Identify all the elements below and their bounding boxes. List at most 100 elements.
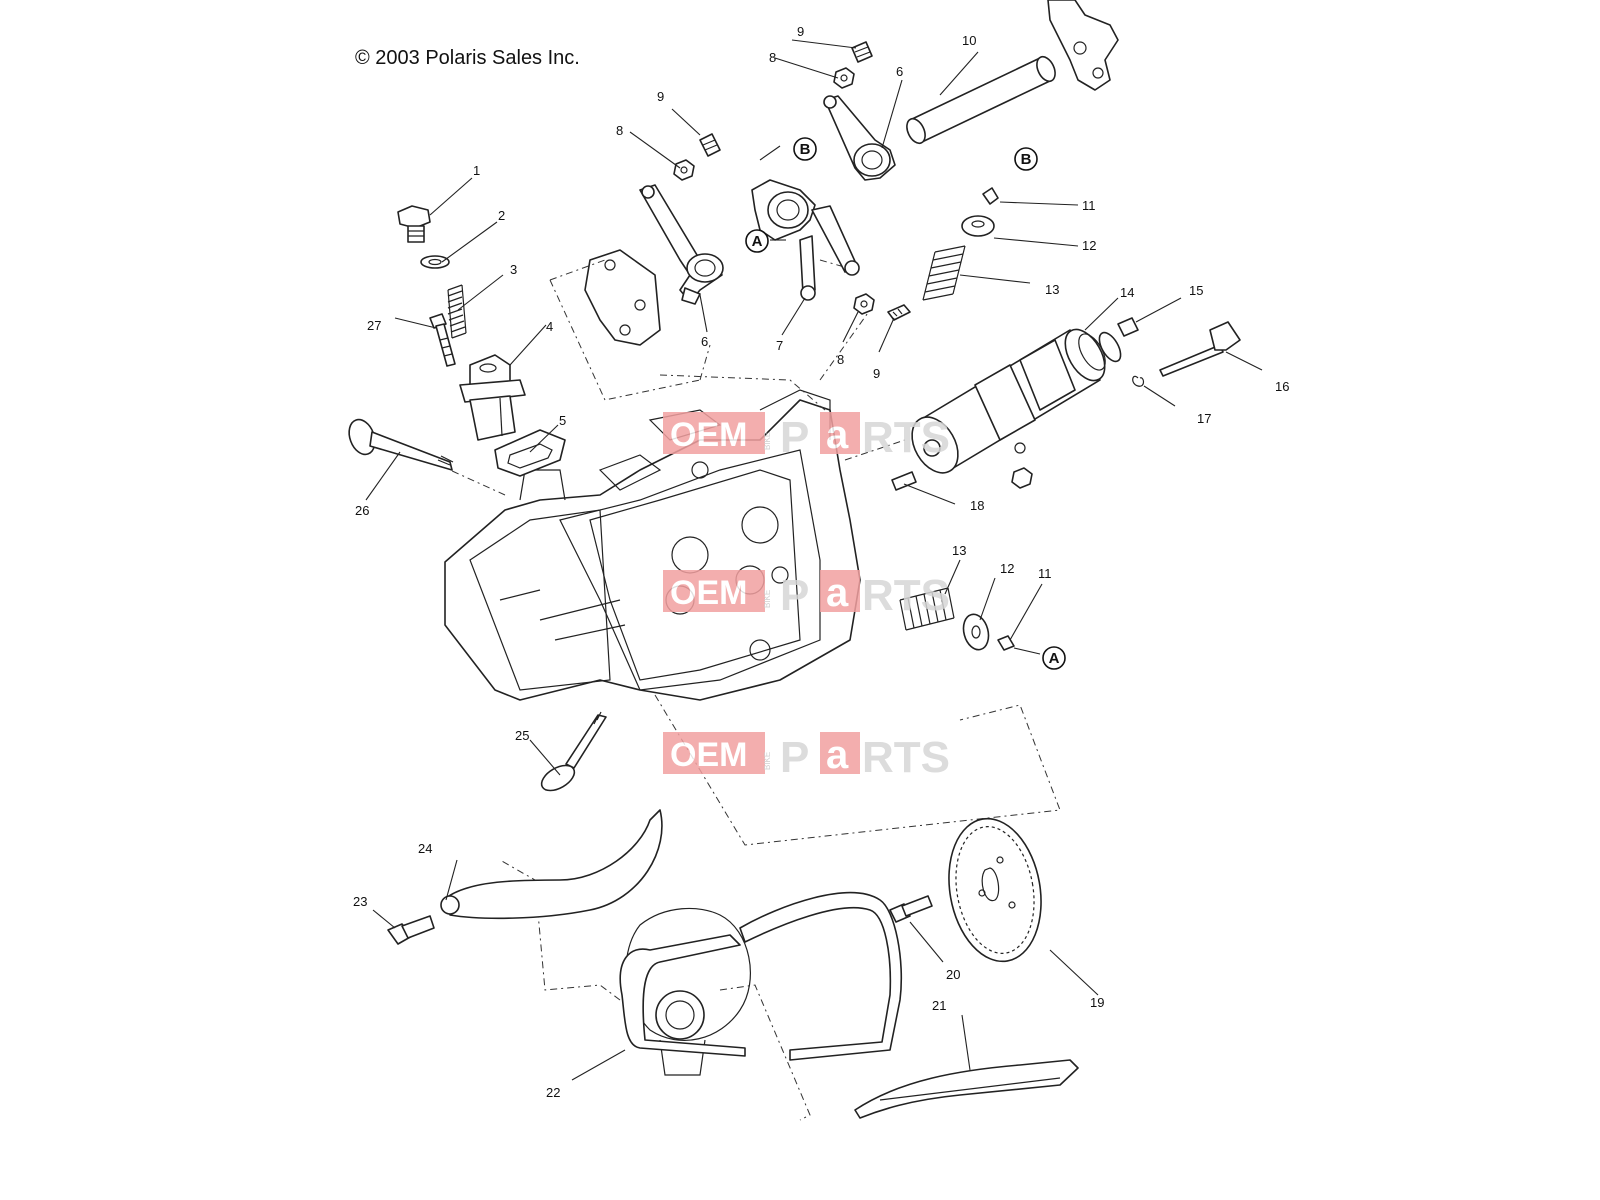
part-12-retainer-lower — [962, 613, 990, 651]
part-25-valve — [540, 711, 607, 792]
label-part-5: 5 — [559, 413, 566, 428]
svg-text:BIKE: BIKE — [763, 590, 772, 608]
part-18-pin — [891, 471, 917, 491]
watermark-bottom: OEM BIKE P a RTS — [663, 732, 950, 782]
svg-text:a: a — [826, 571, 849, 615]
part-14-camshaft — [911, 328, 1122, 474]
head-bracket — [1047, 0, 1119, 91]
label-part-14: 14 — [1120, 285, 1134, 300]
label-part-6-left: 6 — [701, 334, 708, 349]
label-part-7: 7 — [776, 338, 783, 353]
label-part-13-upper: 13 — [1045, 282, 1059, 297]
part-19-cam-sprocket — [948, 817, 1042, 963]
part-8-nut-lower — [853, 293, 875, 315]
label-part-9-top: 9 — [797, 24, 804, 39]
label-part-11-upper: 11 — [1082, 198, 1096, 213]
part-9-adjuster-top — [851, 41, 873, 63]
label-part-8-lower: 8 — [837, 352, 844, 367]
label-part-2: 2 — [498, 208, 505, 223]
part-24-chain-guide — [440, 809, 663, 920]
cylinder-head — [444, 389, 861, 701]
part-8-nut-top — [833, 67, 855, 89]
part-17-clip — [1132, 375, 1145, 387]
construction-lines — [449, 259, 1061, 1121]
part-9-adjuster-lower — [887, 304, 911, 321]
part-6-rocker-arm-left — [639, 184, 724, 305]
watermark-top: OEM BIKE P a RTS — [663, 412, 950, 462]
part-11-keepers-upper — [982, 187, 999, 205]
label-part-8-left: 8 — [616, 123, 623, 138]
part-20-bolt — [889, 895, 933, 923]
svg-text:BIKE: BIKE — [763, 752, 772, 770]
label-part-13-lower: 13 — [952, 543, 966, 558]
callout-b-right: B — [1014, 147, 1038, 171]
label-part-17: 17 — [1197, 411, 1211, 426]
label-part-8-top: 8 — [769, 50, 776, 65]
label-part-16: 16 — [1275, 379, 1289, 394]
svg-text:P: P — [780, 413, 809, 462]
label-part-15: 15 — [1189, 283, 1203, 298]
part-9-adjuster-left — [699, 133, 721, 157]
camshaft-small-parts — [1011, 442, 1033, 489]
label-part-23: 23 — [353, 894, 367, 909]
part-13-valve-spring-upper — [922, 245, 966, 301]
label-part-21: 21 — [932, 998, 946, 1013]
label-part-11-lower: 11 — [1038, 566, 1052, 581]
label-part-26: 26 — [355, 503, 369, 518]
part-22-crank-sprocket-and-chain — [619, 891, 903, 1076]
label-part-3: 3 — [510, 262, 517, 277]
part-15-dowel-pin — [1117, 317, 1139, 337]
callout-a-lower: A — [1042, 646, 1066, 670]
part-6-rocker-arm-right — [823, 95, 896, 181]
part-26-valve — [348, 418, 454, 471]
watermark-middle: OEM BIKE P a RTS — [663, 570, 950, 620]
label-part-25: 25 — [515, 728, 529, 743]
part-5-gasket — [494, 429, 566, 477]
svg-text:OEM: OEM — [670, 736, 747, 774]
label-part-4: 4 — [546, 319, 553, 334]
part-7-rocker-arm-center — [751, 179, 860, 301]
part-number-labels: 1 2 3 4 5 6 6 7 8 8 8 9 9 9 10 11 11 12 … — [353, 24, 1289, 1100]
label-part-10: 10 — [962, 33, 976, 48]
part-4-tensioner — [459, 354, 526, 441]
part-1-plug-bolt — [397, 205, 431, 243]
leader-lines — [365, 39, 1263, 1081]
rocker-support-block — [584, 249, 661, 346]
svg-text:A: A — [752, 233, 763, 250]
label-part-9-lower: 9 — [873, 366, 880, 381]
part-8-nut-left — [673, 159, 695, 181]
part-13-valve-spring-lower — [899, 587, 955, 631]
part-10-rocker-shaft — [906, 55, 1056, 145]
label-part-6-right: 6 — [896, 64, 903, 79]
part-21-tensioner-blade — [854, 1059, 1079, 1119]
svg-text:a: a — [826, 733, 849, 777]
part-27-bolt — [429, 313, 456, 367]
svg-text:RTS: RTS — [862, 733, 950, 782]
svg-text:OEM: OEM — [670, 416, 747, 454]
label-part-12-upper: 12 — [1082, 238, 1096, 253]
svg-text:B: B — [1021, 151, 1032, 168]
callout-b-left: B — [793, 137, 817, 161]
copyright-text: © 2003 Polaris Sales Inc. — [355, 47, 580, 69]
label-part-24: 24 — [418, 841, 432, 856]
part-12-retainer-upper — [961, 215, 995, 237]
label-part-1: 1 — [473, 163, 480, 178]
part-23-bolt — [387, 915, 435, 945]
label-part-20: 20 — [946, 967, 960, 982]
svg-text:RTS: RTS — [862, 571, 950, 620]
label-part-27: 27 — [367, 318, 381, 333]
label-part-19: 19 — [1090, 995, 1104, 1010]
svg-text:P: P — [780, 733, 809, 782]
label-part-9-left: 9 — [657, 89, 664, 104]
svg-text:A: A — [1049, 650, 1060, 667]
label-part-12-lower: 12 — [1000, 561, 1014, 576]
part-2-washer — [420, 255, 450, 269]
svg-text:P: P — [780, 571, 809, 620]
svg-text:a: a — [826, 413, 849, 457]
part-16-shaft — [1159, 321, 1241, 377]
svg-text:B: B — [800, 141, 811, 158]
svg-text:RTS: RTS — [862, 413, 950, 462]
label-part-18: 18 — [970, 498, 984, 513]
part-3-spring — [447, 284, 467, 339]
